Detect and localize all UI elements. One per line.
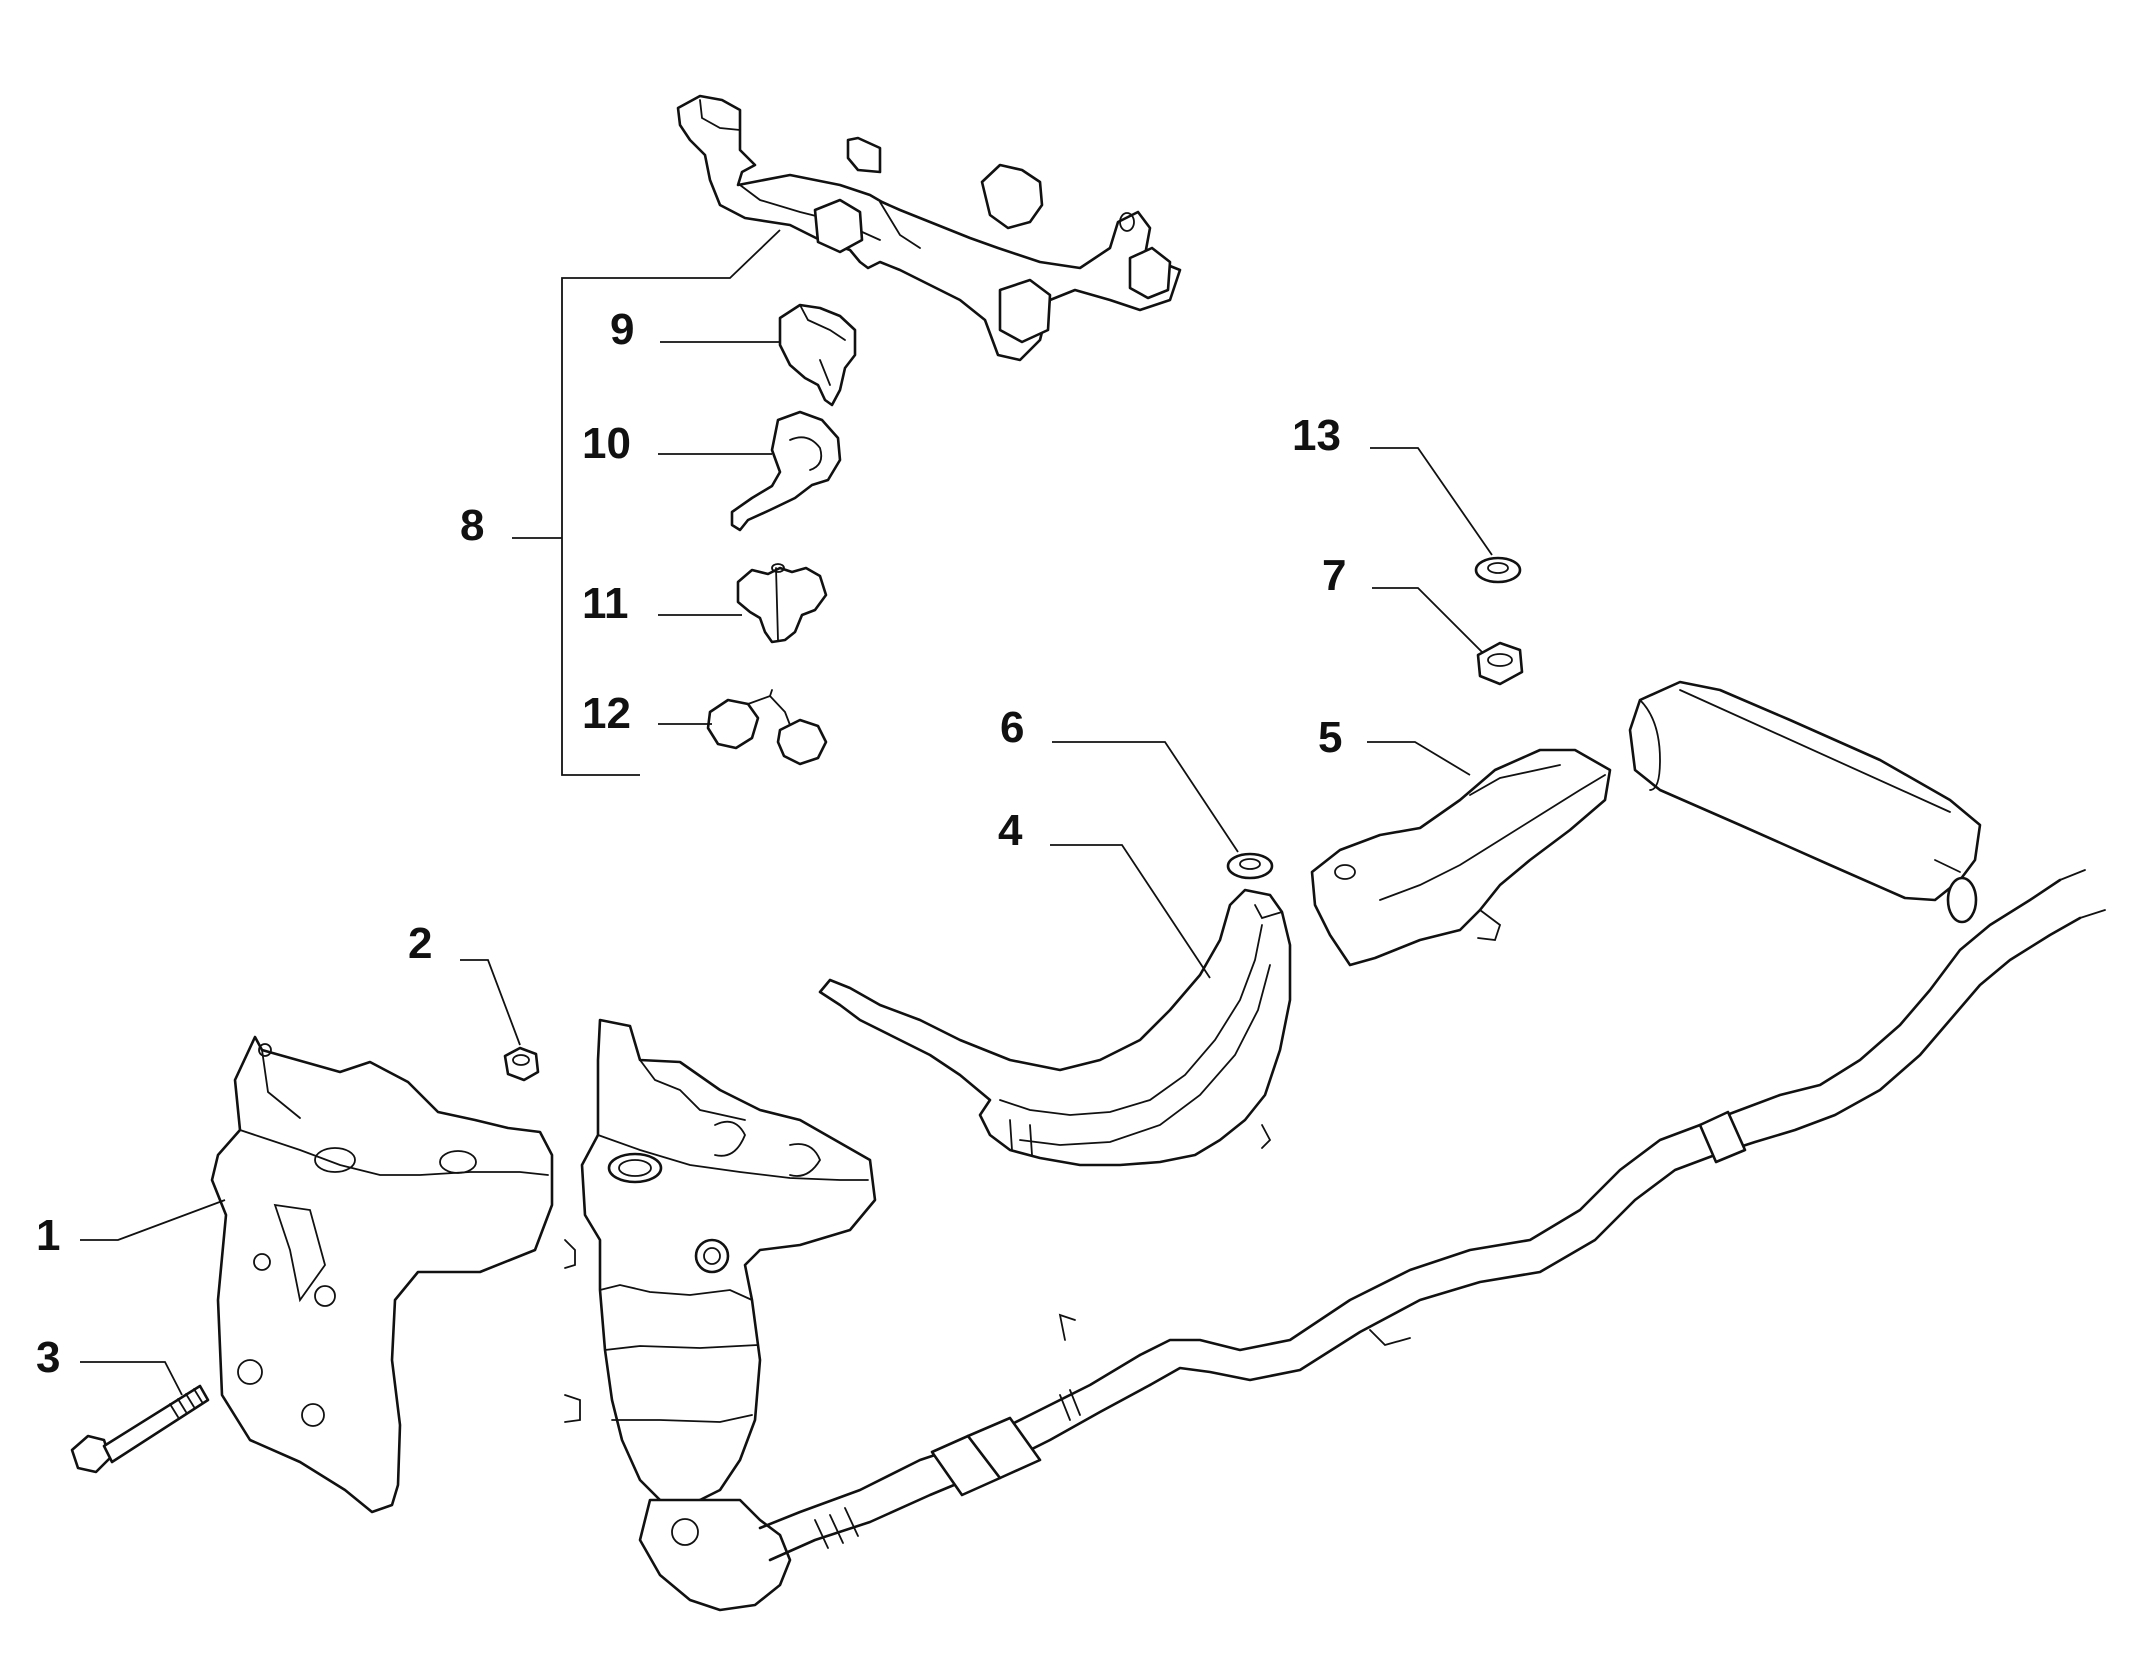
exhaust-manifold-catalyst bbox=[564, 1018, 877, 1612]
part-7-nut bbox=[1476, 641, 1524, 686]
leader-13 bbox=[1370, 447, 1493, 556]
leader-2 bbox=[460, 959, 521, 1046]
callout-11: 11 bbox=[582, 579, 629, 628]
leader-5 bbox=[1367, 741, 1471, 776]
callout-labels: 1 2 3 4 5 6 7 8 9 10 11 12 13 bbox=[36, 305, 1346, 1382]
callout-9: 9 bbox=[610, 305, 634, 354]
callout-7: 7 bbox=[1322, 551, 1346, 600]
leader-1 bbox=[80, 1199, 226, 1241]
part-4-heat-shield-bracket bbox=[818, 888, 1292, 1167]
callout-4: 4 bbox=[998, 806, 1023, 855]
part-3-bolt bbox=[70, 1384, 210, 1474]
part-2-nut bbox=[503, 1046, 540, 1082]
exhaust-pipe-front bbox=[758, 1313, 1152, 1562]
part-5-rear-heat-shield bbox=[1310, 748, 1612, 967]
part-11-fastener-clip bbox=[736, 563, 828, 644]
callout-6: 6 bbox=[1000, 703, 1024, 752]
part-8-support-bracket bbox=[676, 94, 1182, 362]
callout-10: 10 bbox=[582, 419, 631, 468]
part-12-double-clamp bbox=[706, 689, 828, 766]
part-9-clamp bbox=[778, 303, 857, 407]
part-1-heat-shield bbox=[210, 1035, 554, 1514]
callout-1: 1 bbox=[36, 1211, 60, 1260]
callout-2: 2 bbox=[408, 919, 432, 968]
leader-6 bbox=[1052, 741, 1239, 853]
callout-12: 12 bbox=[582, 689, 631, 738]
callout-3: 3 bbox=[36, 1333, 60, 1382]
callout-13: 13 bbox=[1292, 411, 1341, 460]
leader-4 bbox=[1050, 844, 1211, 979]
exhaust-pipe-middle bbox=[1138, 869, 2106, 1387]
leader-7 bbox=[1372, 587, 1483, 653]
callout-8: 8 bbox=[460, 501, 484, 550]
leader-8-bracket bbox=[561, 229, 781, 776]
callout-5: 5 bbox=[1318, 713, 1342, 762]
leader-lines bbox=[80, 229, 1493, 1396]
leader-3 bbox=[80, 1361, 183, 1396]
part-6-washer bbox=[1226, 852, 1274, 880]
rear-muffler bbox=[1628, 680, 1982, 924]
part-13-washer bbox=[1474, 556, 1522, 584]
part-10-bracket bbox=[730, 410, 842, 532]
